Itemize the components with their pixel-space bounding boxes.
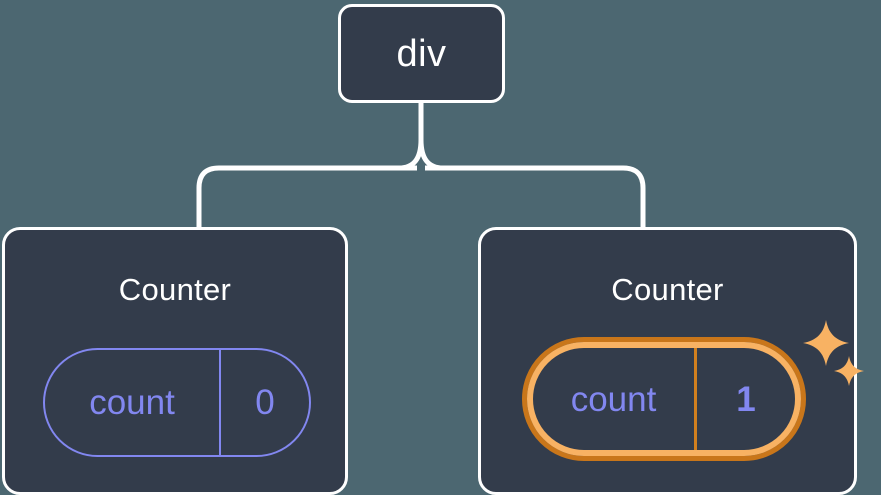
state-pill-right-name: count [533, 348, 697, 450]
state-pill-right-inner-ring: count 1 [527, 342, 801, 456]
state-pill-right-value: 1 [736, 379, 756, 419]
connector-junction [396, 139, 446, 171]
state-pill-count-left[interactable]: count 0 [43, 348, 311, 457]
node-div-label: div [396, 32, 447, 75]
sparkle-small-icon [834, 356, 864, 386]
node-counter-right-title: Counter [611, 272, 724, 307]
state-pill-left-value: 0 [255, 383, 275, 422]
node-counter-left[interactable]: Counter count 0 [2, 227, 348, 495]
connector-to-counter-right [425, 165, 646, 229]
node-counter-right[interactable]: Counter count 1 [478, 227, 864, 495]
sparkle-group [803, 320, 865, 392]
connector-to-counter-left [196, 165, 417, 229]
node-counter-left-title: Counter [118, 272, 232, 307]
state-pill-left-name: count [45, 350, 221, 455]
state-pill-count-right[interactable]: count 1 [522, 337, 806, 461]
sparkle-large-icon [803, 320, 849, 366]
node-div[interactable]: div [338, 4, 505, 103]
